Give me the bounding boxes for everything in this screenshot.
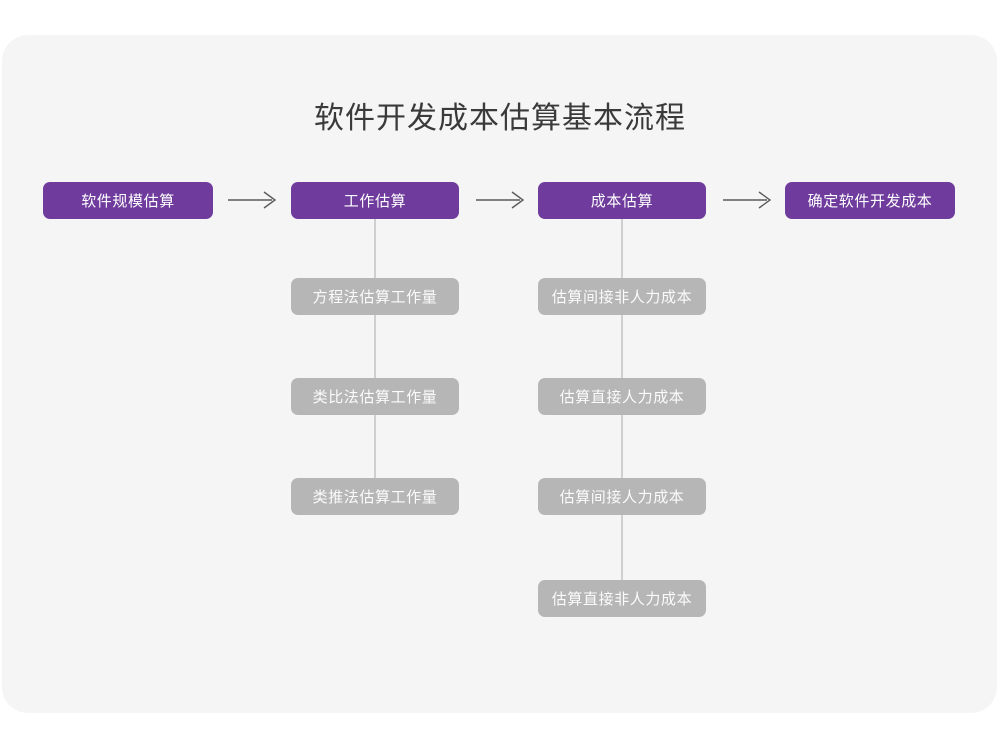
sub-node-work-equation-method[interactable]: 方程法估算工作量	[291, 278, 459, 315]
sub-node-cost-indirect-labor[interactable]: 估算间接人力成本	[538, 478, 706, 515]
flow-arrow-3	[723, 188, 775, 212]
sub-node-cost-indirect-nonlabor[interactable]: 估算间接非人力成本	[538, 278, 706, 315]
flow-node-work-estimation[interactable]: 工作估算	[291, 182, 459, 219]
flow-node-cost-estimation[interactable]: 成本估算	[538, 182, 706, 219]
sub-node-work-deduction-method[interactable]: 类推法估算工作量	[291, 478, 459, 515]
connector-line-cost	[621, 219, 623, 617]
sub-node-work-analogy-method[interactable]: 类比法估算工作量	[291, 378, 459, 415]
flow-arrow-2	[476, 188, 528, 212]
flow-node-determine-development-cost[interactable]: 确定软件开发成本	[785, 182, 955, 219]
diagram-canvas	[2, 35, 997, 713]
flow-node-software-scale-estimation[interactable]: 软件规模估算	[43, 182, 213, 219]
sub-node-cost-direct-nonlabor[interactable]: 估算直接非人力成本	[538, 580, 706, 617]
connector-line-work	[374, 219, 376, 515]
sub-node-cost-direct-labor[interactable]: 估算直接人力成本	[538, 378, 706, 415]
page-title: 软件开发成本估算基本流程	[314, 102, 686, 135]
flow-arrow-1	[228, 188, 280, 212]
